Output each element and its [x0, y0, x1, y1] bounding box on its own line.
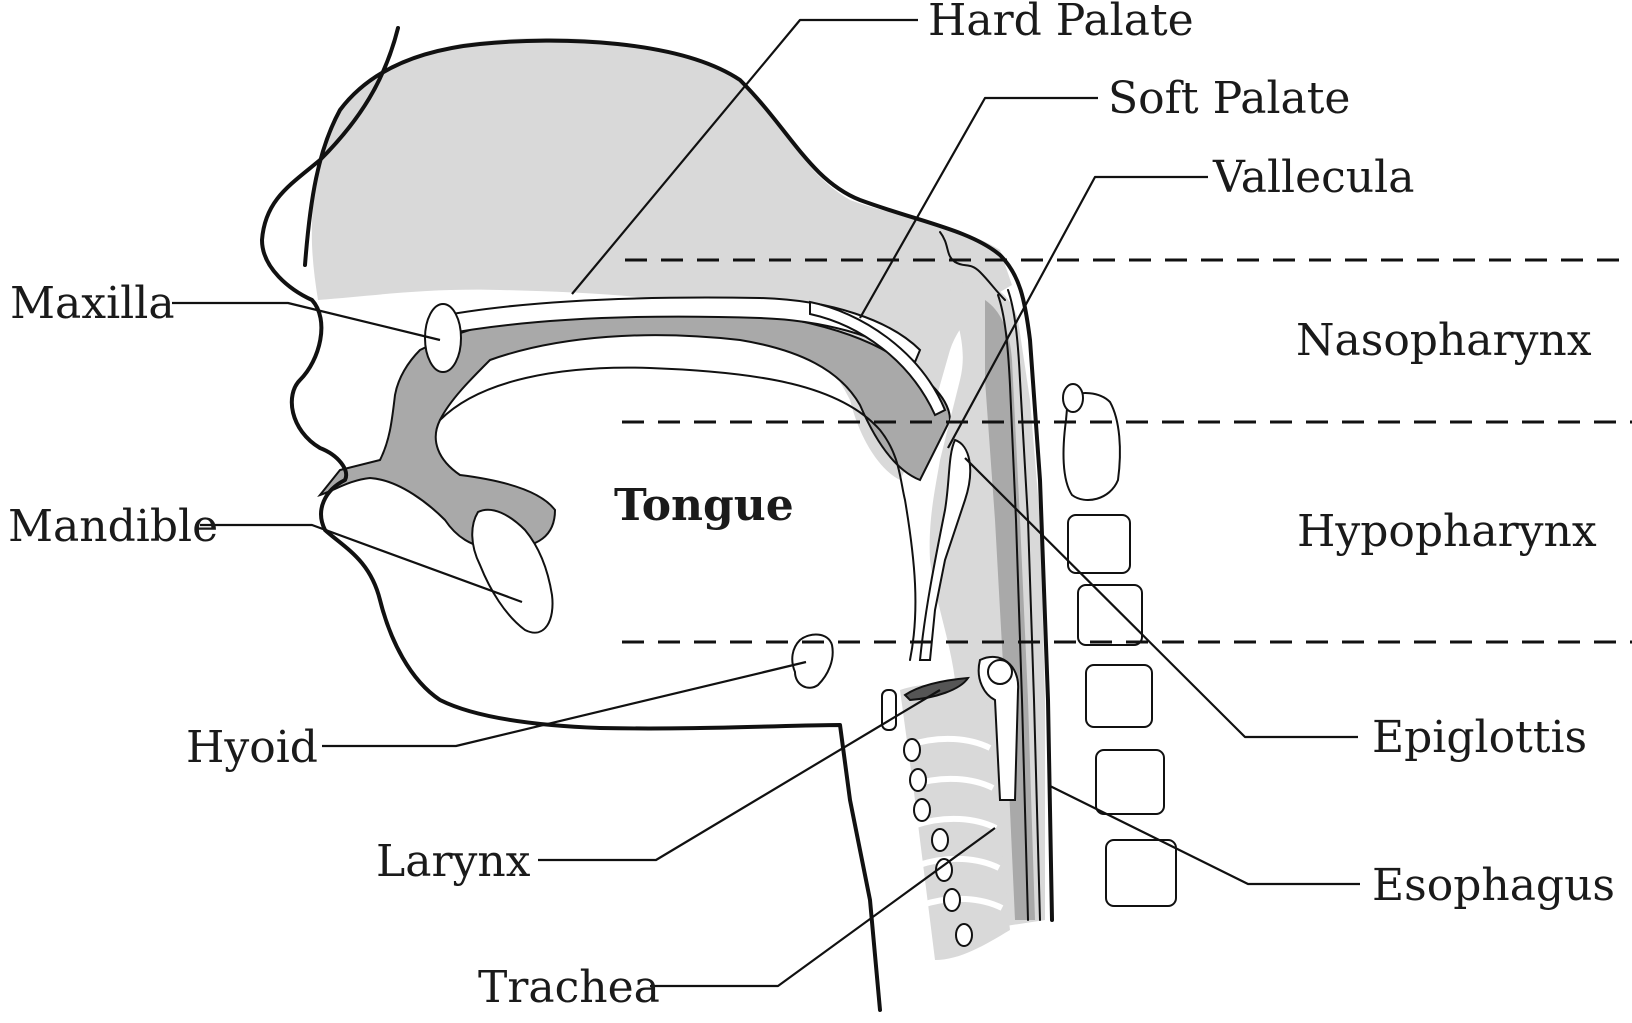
label-hyoid: Hyoid	[186, 722, 318, 773]
label-trachea: Trachea	[478, 962, 660, 1013]
label-hypopharynx: Hypopharynx	[1297, 506, 1597, 557]
leader-larynx	[538, 690, 940, 860]
label-vallecula: Vallecula	[1212, 152, 1414, 203]
label-esophagus: Esophagus	[1372, 860, 1615, 911]
label-epiglottis: Epiglottis	[1372, 712, 1587, 763]
cervical-vertebrae	[1063, 384, 1176, 906]
label-nasopharynx: Nasopharynx	[1296, 315, 1592, 366]
leader-hyoid	[322, 662, 806, 746]
label-mandible: Mandible	[8, 501, 218, 552]
label-hard-palate: Hard Palate	[928, 0, 1194, 46]
label-soft-palate: Soft Palate	[1108, 73, 1350, 124]
leader-maxilla	[172, 303, 440, 340]
label-maxilla: Maxilla	[10, 278, 175, 329]
arytenoid-ring	[988, 660, 1012, 684]
label-tongue: Tongue	[614, 480, 794, 531]
label-larynx: Larynx	[376, 836, 531, 887]
